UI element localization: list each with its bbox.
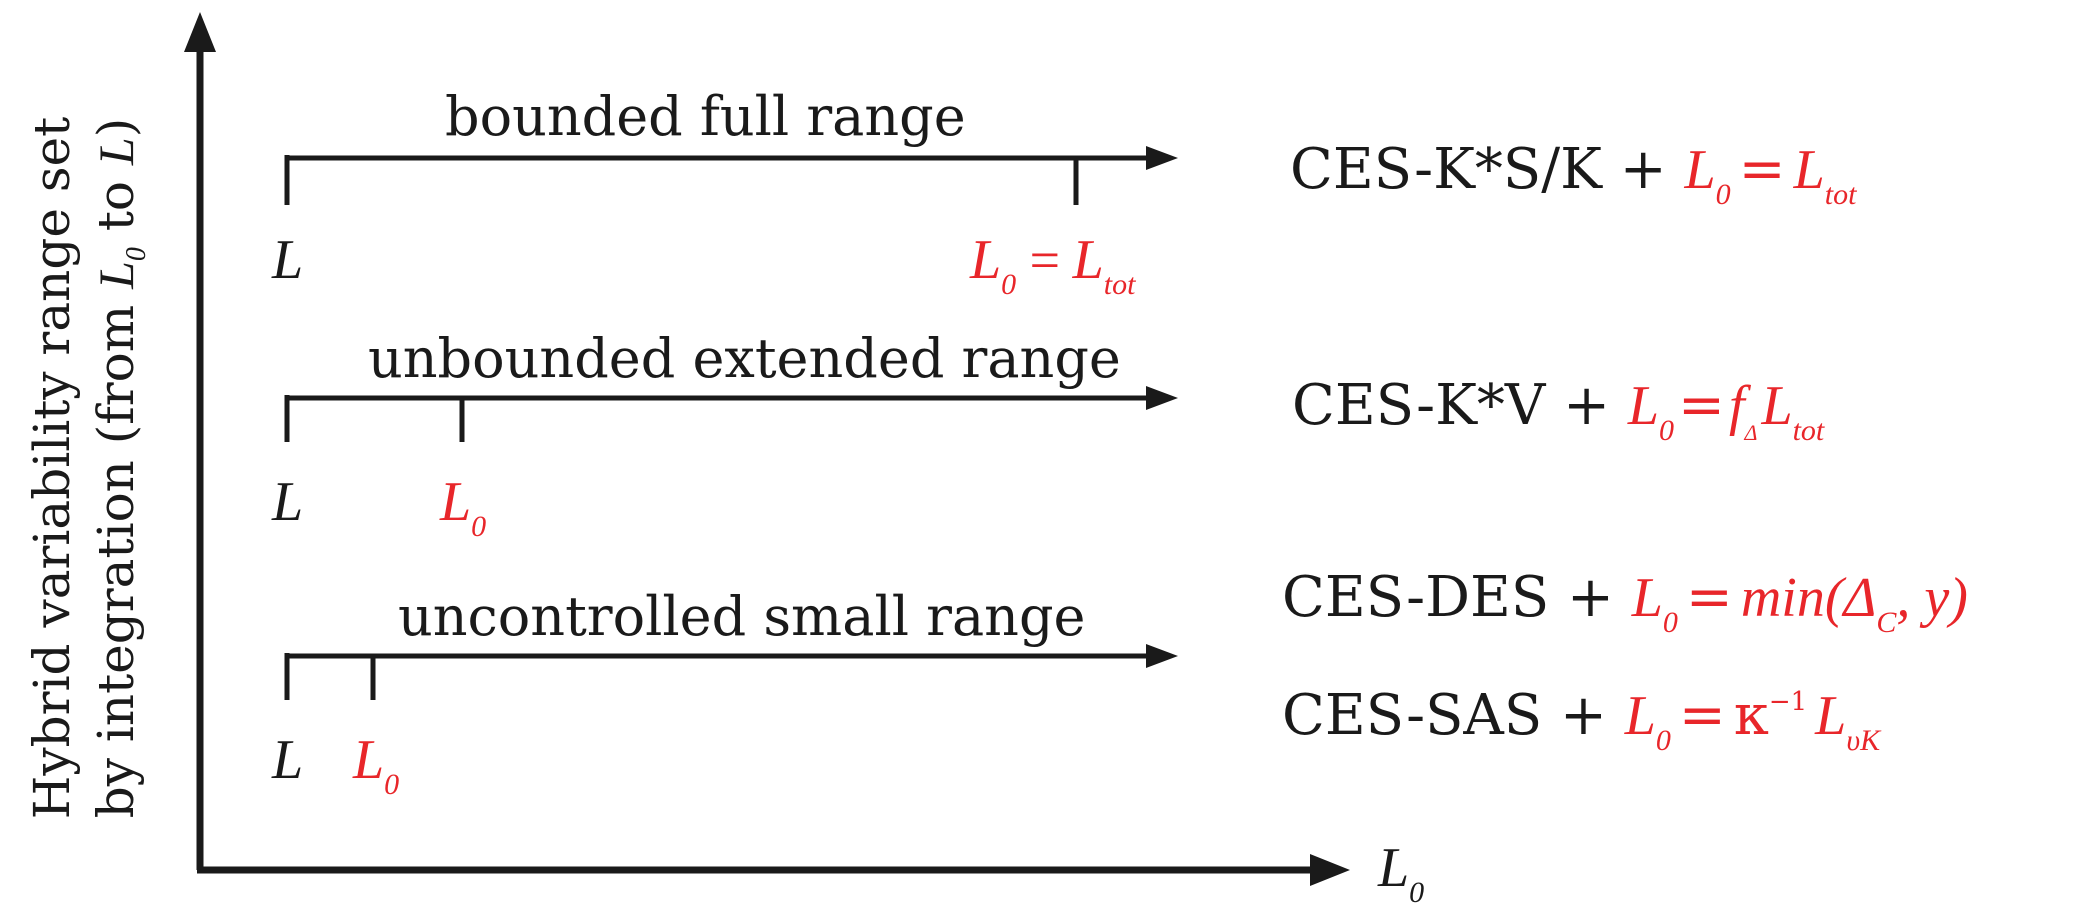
y-axis-label-line2: by integration (from L0 to L) — [87, 117, 152, 819]
row2-marker-label: L0 — [440, 471, 487, 543]
row2-arrowhead — [1146, 386, 1178, 410]
row3-arrowhead — [1146, 644, 1178, 668]
row2-left-label: L — [272, 471, 304, 533]
row2-formula: CES-K*V + L0=fΔLtot — [1292, 373, 1825, 447]
y-axis-label: Hybrid variability range set by integrat… — [20, 88, 169, 848]
row3-left-label: L — [272, 729, 304, 791]
x-axis-arrowhead — [1310, 854, 1350, 886]
y-axis-label-line1: Hybrid variability range set — [23, 116, 81, 820]
x-axis-label: L0 — [1378, 837, 1425, 909]
row1-arrowhead — [1146, 146, 1178, 170]
row2-title: unbounded extended range — [368, 327, 1121, 390]
row3-marker-label: L0 — [353, 729, 400, 801]
row3-title: uncontrolled small range — [398, 585, 1086, 648]
row1-left-label: L — [272, 229, 304, 291]
y-axis-arrowhead — [184, 12, 216, 52]
row1-formula: CES-K*S/K + L0=Ltot — [1290, 137, 1857, 211]
row1-marker-label: L0=Ltot — [970, 229, 1136, 301]
row1-title: bounded full range — [445, 85, 966, 148]
row3-formula-des: CES-DES + L0=min(ΔC, y) — [1282, 565, 1968, 639]
